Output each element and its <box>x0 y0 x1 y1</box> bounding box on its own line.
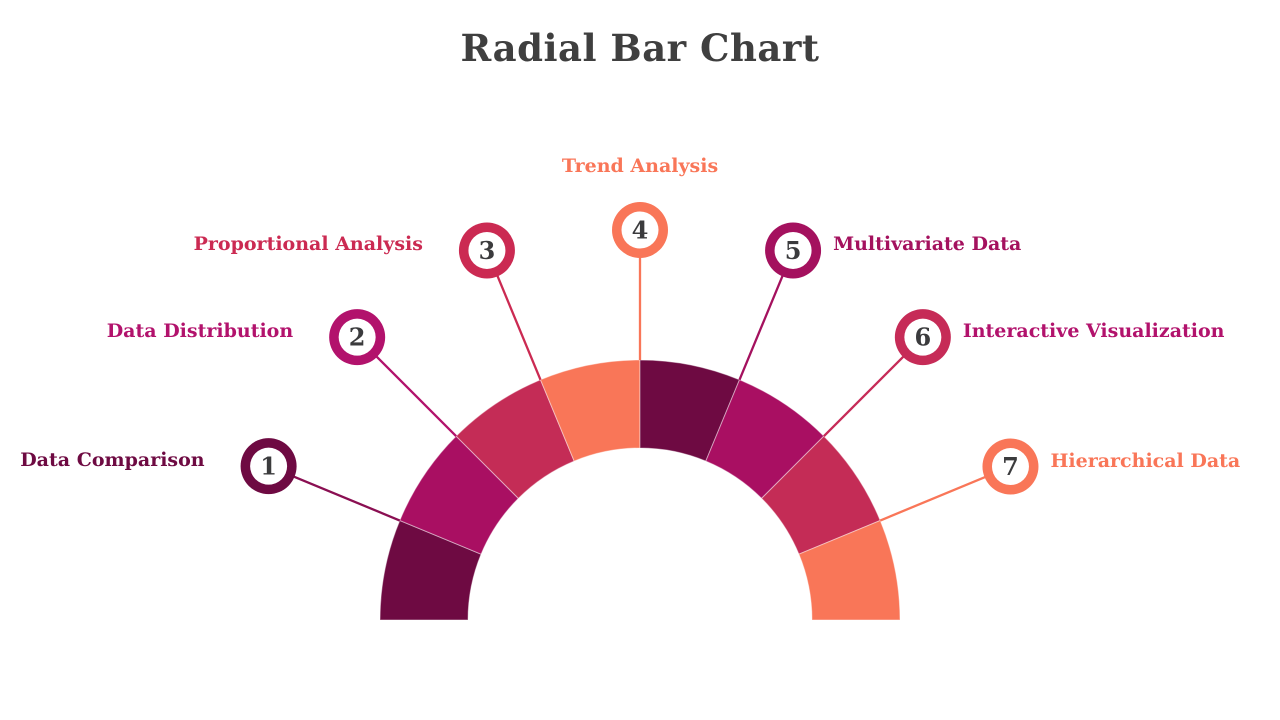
item-number-7: 7 <box>1002 452 1019 481</box>
chart-segment-3 <box>455 379 575 500</box>
item-label-2: Data Distribution <box>106 320 294 343</box>
item-badge-5 <box>774 231 812 269</box>
item-badge-6 <box>904 318 942 356</box>
item-badge-4 <box>621 211 659 249</box>
item-label-1: Data Comparison <box>20 449 205 472</box>
item-number-1: 1 <box>260 452 277 481</box>
item-badge-3 <box>468 231 506 269</box>
item-badge-7 <box>991 448 1029 486</box>
item-label-7: Hierarchical Data <box>1050 449 1241 472</box>
item-number-2: 2 <box>349 323 366 352</box>
item-number-5: 5 <box>785 236 802 265</box>
slide-title: Radial Bar Chart <box>460 26 820 70</box>
item-label-4: Trend Analysis <box>561 155 719 177</box>
item-number-3: 3 <box>479 236 496 265</box>
chart-segment-8 <box>798 519 901 621</box>
item-badge-1 <box>250 447 288 485</box>
item-label-5: Multivariate Data <box>833 233 1022 256</box>
item-number-4: 4 <box>632 216 649 245</box>
item-number-6: 6 <box>914 323 931 352</box>
item-label-6: Interactive Visualization <box>962 320 1225 343</box>
chart-segment-7 <box>760 435 881 555</box>
item-badge-2 <box>338 318 376 356</box>
item-label-3: Proportional Analysis <box>193 233 423 256</box>
